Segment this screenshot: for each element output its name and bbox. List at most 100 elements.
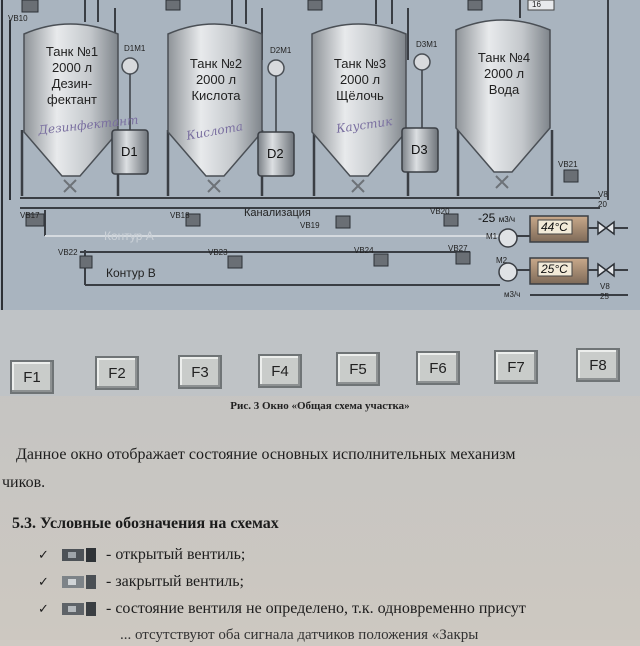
f3-key[interactable]: F3: [178, 355, 222, 389]
tank-4-volume: 2000 л: [483, 66, 525, 81]
temperature-1: 44°C: [541, 220, 568, 234]
valve-vb10-icon: [21, 0, 39, 13]
valve-vb27-label: VB27: [448, 244, 468, 253]
contour-a-label: Контур А: [104, 229, 154, 243]
top-right-value: 16: [532, 0, 541, 9]
valve-vb20-icon: [443, 213, 459, 227]
tank-2-content: Кислота: [191, 88, 241, 103]
legend-item-open: ✓ - открытый вентиль;: [38, 544, 245, 566]
tank-1-content-2: фектант: [47, 92, 97, 107]
f6-key[interactable]: F6: [416, 351, 460, 385]
valve-v8-bottom-icon: [597, 262, 615, 278]
process-diagram: [1, 0, 628, 310]
valve-vb22-icon: [79, 255, 93, 269]
valve-vb24-label: VB24: [354, 246, 374, 255]
doser-pump-d3m1-icon: [413, 53, 431, 71]
tank-1-label: Танк №1 2000 л Дезин- фектант: [30, 44, 114, 108]
doser-d2-label: D2: [267, 146, 284, 161]
pump-m2-icon: [498, 262, 518, 282]
tank-3-volume: 2000 л: [339, 72, 381, 87]
f2-key[interactable]: F2: [95, 356, 139, 390]
tank-2[interactable]: [167, 23, 263, 177]
valve-vb17-label: VB17: [20, 211, 40, 220]
pump-m1-label: M1: [486, 232, 498, 241]
pump-m1-icon: [498, 228, 518, 248]
tank-2-label: Танк №2 2000 л Кислота: [174, 56, 258, 104]
valve-open-icon: [62, 548, 96, 562]
doser-d1-label: D1: [121, 144, 138, 159]
pump-m2-label: M2: [496, 256, 508, 265]
tank-1-volume: 2000 л: [51, 60, 93, 75]
valve-vb24-icon: [373, 253, 389, 267]
figure-caption: Рис. 3 Окно «Общая схема участка»: [230, 400, 410, 412]
f5-key[interactable]: F5: [336, 352, 380, 386]
doser-d3-label: D3: [411, 142, 428, 157]
doser-pump-d1m1-icon: [121, 57, 139, 75]
contour-b-label: Контур В: [106, 266, 156, 280]
checkmark-icon: ✓: [38, 574, 49, 589]
doser-valve-d2m1-label: D2M1: [270, 46, 292, 55]
valve-vb18-label: VB18: [170, 211, 190, 220]
scada-screen: Танк №1 2000 л Дезин- фектант Танк №2 20…: [0, 0, 640, 310]
valve-vb17-icon: [25, 213, 45, 227]
doser-valve-d1m1-label: D1M1: [124, 44, 146, 53]
checkmark-icon: ✓: [38, 547, 49, 562]
tank-2-volume: 2000 л: [195, 72, 237, 87]
pump-m1-flow: -25 м3/ч: [478, 211, 515, 225]
valve-undefined-icon: [62, 602, 96, 616]
tank-1[interactable]: [23, 23, 119, 177]
pump-m2-flow-unit: м3/ч: [504, 290, 521, 299]
valve-vb21-icon: [563, 169, 579, 183]
pump-m1-flow-dash: -: [478, 211, 482, 225]
legend-item-open-text: - открытый вентиль;: [106, 546, 246, 563]
valve-v8-bottom-label: V8: [600, 282, 610, 291]
temperature-2: 25°C: [541, 262, 568, 276]
tank-1-name: Танк №1: [45, 44, 99, 59]
paragraph-line-2: чиков.: [2, 474, 46, 491]
valve-vb23-label: VB23: [208, 248, 228, 257]
valve-vb20-label: VB20: [430, 207, 450, 216]
valve-vb19-icon: [335, 215, 351, 229]
valve-v8-top-label: V8: [598, 190, 608, 199]
checkmark-icon: ✓: [38, 601, 49, 616]
valve-vb23-icon: [227, 255, 243, 269]
tank-3-content: Щёлочь: [336, 88, 384, 103]
f7-key[interactable]: F7: [494, 350, 538, 384]
f8-key[interactable]: F8: [576, 348, 620, 382]
valve-v8-top-icon: [597, 220, 615, 236]
tank-4-label: Танк №4 2000 л Вода: [462, 50, 546, 98]
valve-closed-icon: [62, 575, 96, 589]
tank-4-content: Вода: [488, 82, 520, 97]
section-heading: 5.3. Условные обозначения на схемах: [12, 515, 279, 532]
valve-vb10-label: VB10: [8, 14, 28, 23]
valve-vb27-icon: [455, 251, 471, 265]
legend-item-undefined-text: - состояние вентиля не определено, т.к. …: [106, 600, 526, 617]
valve-vb22-label: VB22: [58, 248, 78, 257]
valve-vb19-label: VB19: [300, 221, 320, 230]
tank-4[interactable]: [455, 19, 551, 173]
function-key-bar: F1 F2 F3 F4 F5 F6 F7 F8: [0, 310, 640, 396]
cut-off-line: ... отсутствуют оба сигнала датчиков пол…: [120, 626, 479, 643]
legend-item-undefined: ✓ - состояние вентиля не определено, т.к…: [38, 598, 526, 620]
doser-d3: [401, 127, 439, 173]
doser-pump-d2m1-icon: [267, 59, 285, 77]
valve-v8-bottom-value: 25: [600, 292, 609, 301]
doser-valve-d3m1-label: D3M1: [416, 40, 438, 49]
f4-key[interactable]: F4: [258, 354, 302, 388]
f1-key[interactable]: F1: [10, 360, 54, 394]
pump-m1-flow-value: 25: [482, 211, 496, 225]
tank-3[interactable]: [311, 23, 407, 177]
drain-label: Канализация: [244, 207, 311, 219]
valve-vb21-label: VB21: [558, 160, 578, 169]
paragraph-line-1: Данное окно отображает состояние основны…: [16, 446, 516, 463]
valve-v8-top-value: 20: [598, 200, 607, 209]
valve-vb18-icon: [185, 213, 201, 227]
tank-1-content: Дезин-: [51, 76, 93, 91]
legend-item-closed: ✓ - закрытый вентиль;: [38, 571, 244, 593]
pump-m1-flow-unit: м3/ч: [498, 215, 516, 224]
tank-4-name: Танк №4: [477, 50, 531, 65]
tank-3-label: Танк №3 2000 л Щёлочь: [318, 56, 402, 104]
tank-3-name: Танк №3: [333, 56, 387, 71]
legend-item-closed-text: - закрытый вентиль;: [106, 573, 244, 590]
